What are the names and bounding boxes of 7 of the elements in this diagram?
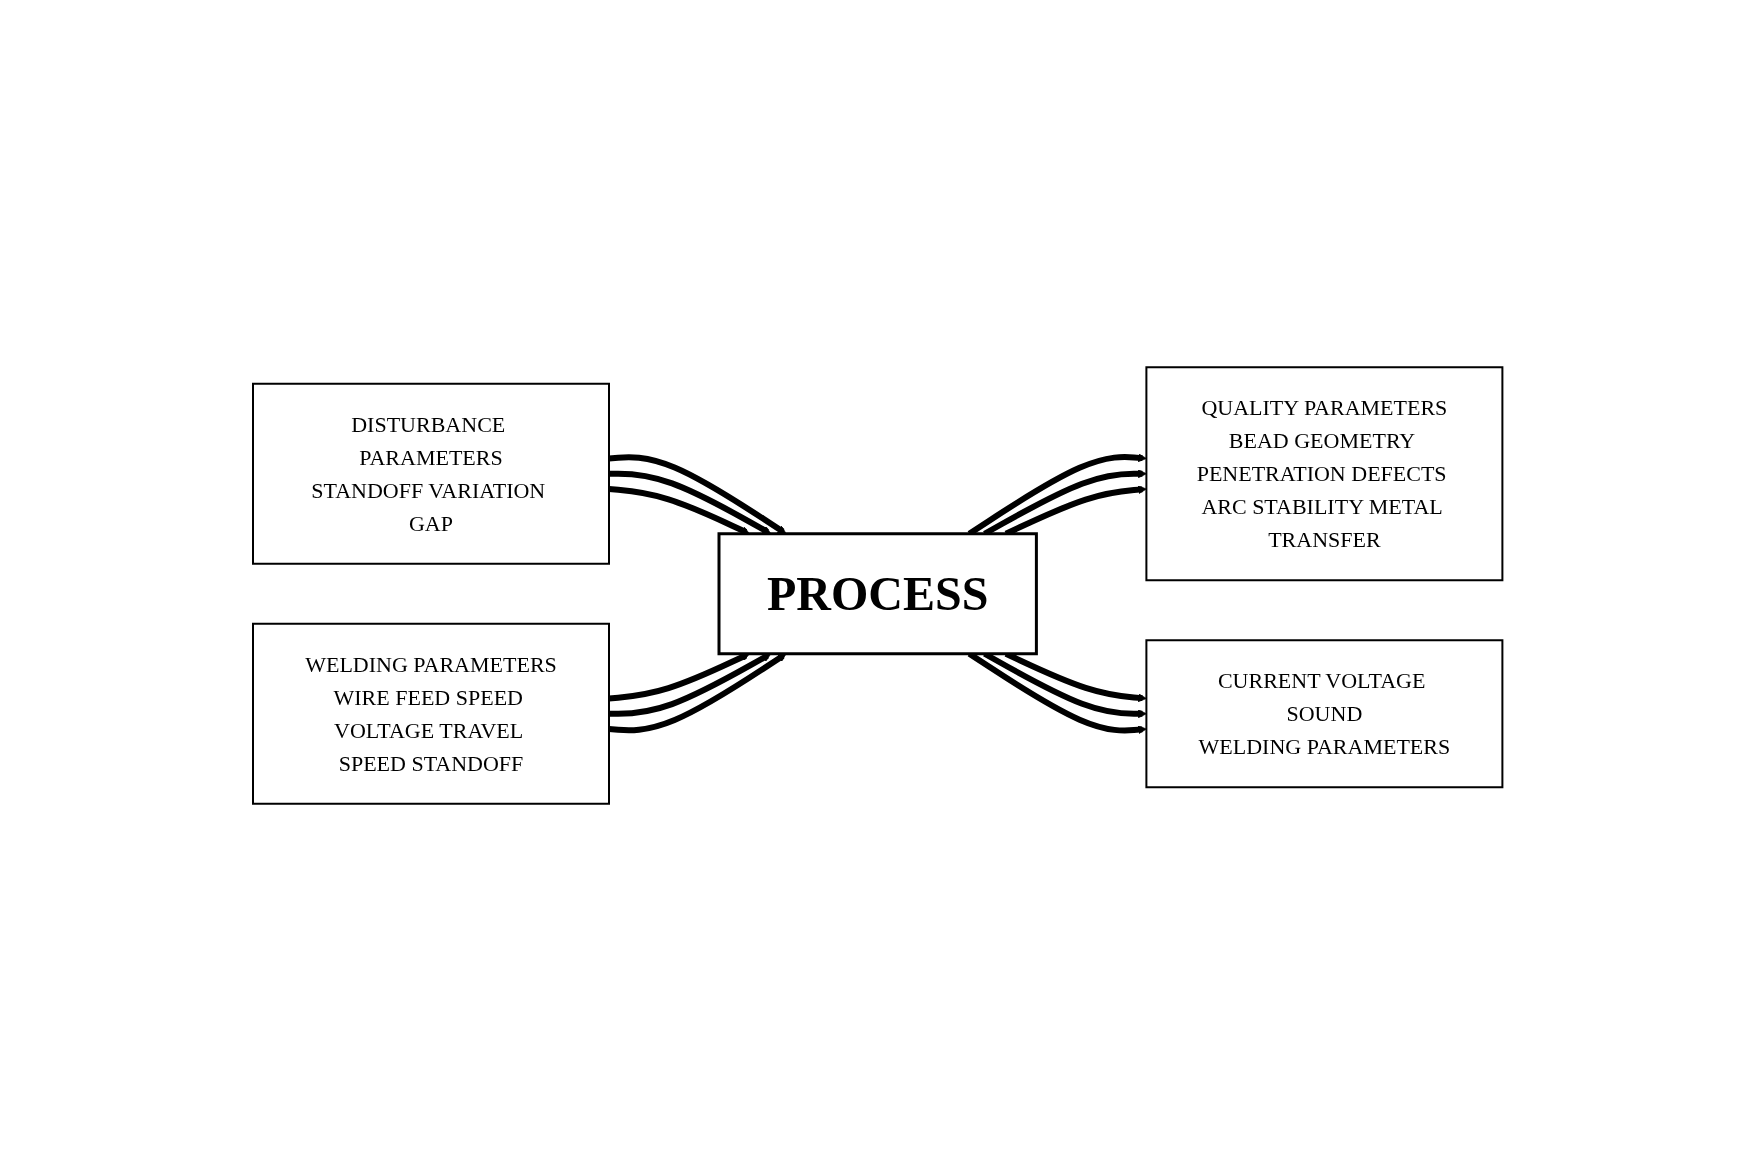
arrow — [609, 653, 787, 734]
node-box: DISTURBANCE PARAMETERS STANDOFF VARIATION GAP — [252, 382, 611, 565]
arrow — [609, 653, 772, 717]
node-box: CURRENT VOLTAGE SOUND WELDING PARAMETERS — [1145, 639, 1504, 789]
node-box: PROCESS — [717, 532, 1039, 656]
node-box: WELDING PARAMETERS WIRE FEED SPEED VOLTAGE TRAVEL SPEED STANDOFF — [252, 622, 611, 805]
node-box: QUALITY PARAMETERS BEAD GEOMETRY PENETRATION DEFECTS ARC STABILITY METAL TRANSFER — [1145, 366, 1504, 582]
